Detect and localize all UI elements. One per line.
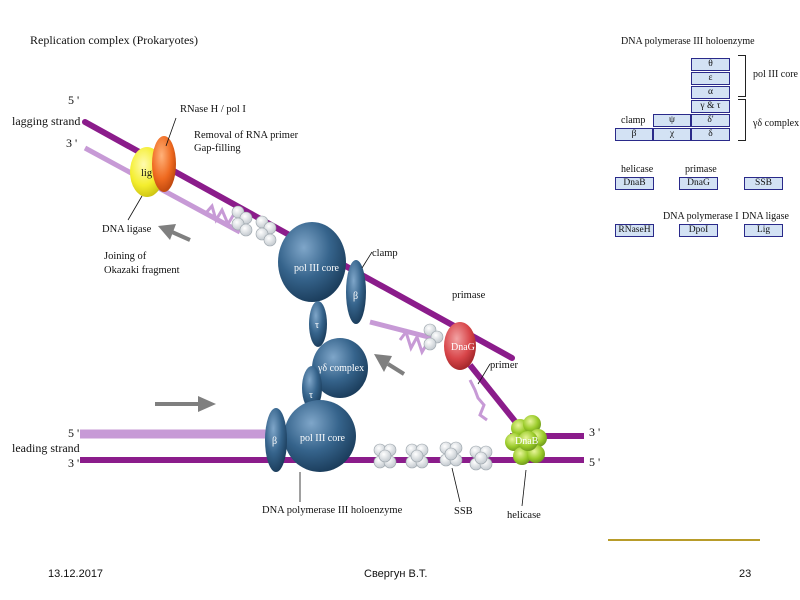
- leading-3-prime: 3 ': [68, 456, 79, 470]
- dnag-blob-label: DnaG: [451, 342, 475, 353]
- legend-clamp-label: clamp: [621, 115, 646, 126]
- legend-primase-title: primase: [685, 164, 717, 175]
- footer-date: 13.12.2017: [48, 568, 104, 580]
- holoenzyme-label: DNA polymerase III holoenzyme: [262, 505, 403, 516]
- lagging-template-to-helicase: [467, 363, 521, 427]
- lagging-3-prime: 3 ': [66, 136, 77, 150]
- legend-cell-chi: χ: [653, 128, 691, 141]
- leader-line: [521, 469, 527, 507]
- legend-cell-epsilon: ε: [691, 72, 730, 85]
- lig-blob-label: lig: [141, 168, 153, 179]
- legend-title: DNA polymerase III holoenzyme: [621, 36, 755, 47]
- beta-bottom-label: β: [272, 436, 277, 447]
- ssb-cluster: [373, 441, 493, 471]
- legend-cell-lig: Lig: [744, 224, 783, 237]
- diagram-title: Replication complex (Prokaryotes): [30, 33, 198, 47]
- rna-primer-wiggle: [203, 202, 236, 228]
- tau-subunit-bottom: [302, 366, 322, 410]
- legend-pol3-core-label: pol III core: [753, 69, 798, 80]
- ssb-cluster: [423, 323, 444, 351]
- gamma-delta-label: γδ complex: [317, 363, 364, 374]
- leader-line: [127, 195, 143, 221]
- leading-strand-label: leading strand: [12, 441, 80, 455]
- rnase-h-pol-i-label: RNase H / pol I: [180, 104, 246, 115]
- replication-diagram: Replication complex (Prokaryotes) 5 ' la…: [12, 33, 600, 521]
- legend-helicase-title: helicase: [621, 164, 654, 175]
- pol3-core-top-label: pol III core: [294, 263, 340, 274]
- dnab-blob-label: DnaB: [515, 436, 539, 447]
- primase-dnag-blob: [444, 322, 476, 370]
- okazaki-label: Okazaki fragment: [104, 265, 180, 276]
- legend-cell-psi: ψ: [653, 114, 691, 127]
- beta-clamp-top: [346, 260, 366, 324]
- leader-line: [165, 117, 177, 147]
- legend-gd-complex-label: γδ complex: [753, 118, 800, 129]
- legend-cell-dpoi: DpoI: [679, 224, 718, 237]
- divider-line: [608, 539, 760, 541]
- legend-cell-theta: θ: [691, 58, 730, 71]
- legend-cell-delta-prime: δ': [691, 114, 730, 127]
- legend-cell-dnag: DnaG: [679, 177, 718, 190]
- legend-cell-gamma-tau: γ & τ: [691, 100, 730, 113]
- pol3-core-bracket: [738, 55, 746, 97]
- dna-ligase-label: DNA ligase: [102, 224, 152, 235]
- tau-subunit-top: [309, 301, 327, 347]
- beta-clamp-bottom: [265, 408, 287, 472]
- footer-author: Свергун В.Т.: [364, 568, 428, 580]
- leading-5-prime: 5 ': [68, 426, 79, 440]
- footer-page-number: 23: [739, 568, 752, 580]
- right-5-prime: 5 ': [589, 455, 600, 469]
- direction-arrow: [158, 224, 191, 242]
- leader-line: [451, 467, 461, 503]
- pol3-core-bottom-label: pol III core: [300, 433, 346, 444]
- primer-label: primer: [490, 360, 518, 371]
- legend-cell-beta: β: [615, 128, 653, 141]
- pol-iii-core-top: [278, 222, 346, 302]
- primer-wiggle: [468, 379, 488, 422]
- gd-complex-bracket: [738, 99, 746, 141]
- legend-ligase-title: DNA ligase: [742, 211, 789, 222]
- right-3-prime: 3 ': [589, 425, 600, 439]
- removal-label: Removal of RNA primer: [194, 130, 299, 141]
- legend-cell-alpha: α: [691, 86, 730, 99]
- tau-top-label: τ: [315, 320, 319, 331]
- direction-arrow: [374, 354, 406, 376]
- legend-cell-rnaseh: RNaseH: [615, 224, 654, 237]
- lagging-strand-label: lagging strand: [12, 114, 80, 128]
- rna-primer-wiggle: [398, 328, 430, 356]
- legend-pol1-title: DNA polymerase I: [663, 211, 739, 222]
- ssb-label: SSB: [454, 506, 473, 517]
- legend-cell-ssb: SSB: [744, 177, 783, 190]
- rnase-h-blob: [152, 136, 176, 192]
- clamp-label: clamp: [372, 248, 398, 259]
- leader-line: [361, 251, 373, 269]
- helicase-label: helicase: [507, 510, 541, 521]
- legend-cell-delta: δ: [691, 128, 730, 141]
- pol-iii-core-bottom: [284, 400, 356, 472]
- primase-label: primase: [452, 290, 486, 301]
- gap-filling-label: Gap-filling: [194, 143, 241, 154]
- legend-cell-dnab: DnaB: [615, 177, 654, 190]
- joining-label: Joining of: [104, 251, 147, 262]
- tau-bottom-label: τ: [309, 390, 313, 401]
- lagging-5-prime: 5 ': [68, 93, 79, 107]
- beta-top-label: β: [353, 291, 358, 302]
- helicase-dnab-blob: [505, 415, 547, 465]
- direction-arrow: [155, 396, 216, 412]
- ssb-cluster: [231, 205, 277, 247]
- gamma-delta-complex: [312, 338, 368, 398]
- leader-line: [477, 363, 491, 385]
